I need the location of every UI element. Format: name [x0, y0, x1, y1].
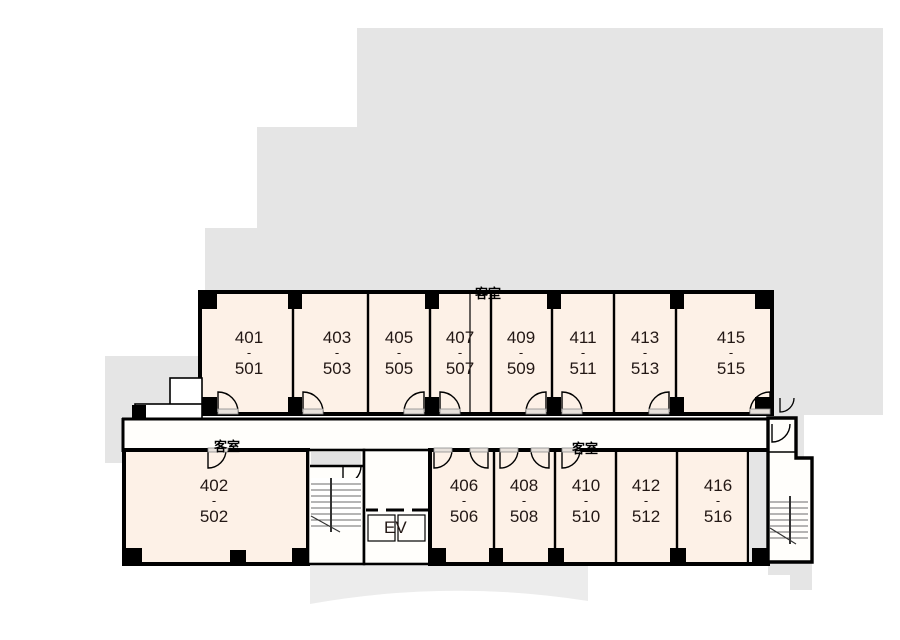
column-top-4	[547, 293, 561, 309]
stair-core	[306, 448, 366, 566]
top-room-block	[198, 290, 774, 416]
door-402	[207, 449, 227, 469]
background-left-lower-2	[105, 405, 123, 463]
stair-flight-bg	[311, 478, 361, 530]
column-top-5	[670, 293, 684, 309]
corridor-fill	[122, 418, 796, 450]
column-bot-5	[670, 397, 684, 413]
door-sill-415	[749, 408, 771, 415]
ev-lobby-fill	[364, 450, 430, 564]
door-right-stair	[771, 423, 791, 443]
column-402-br	[292, 548, 308, 564]
stair-break	[310, 515, 341, 533]
door-sill-413	[648, 408, 670, 415]
door-sill-412	[530, 447, 550, 453]
background-right-tail-2	[790, 555, 812, 590]
door-410	[499, 449, 519, 469]
column-bot-3	[425, 397, 439, 413]
corridor-end-door	[779, 397, 795, 413]
column-top-3	[425, 293, 439, 309]
column-402-bl	[126, 548, 142, 564]
column-402-bm	[230, 550, 246, 564]
ev-car-left	[367, 514, 396, 542]
column-bot-1	[201, 397, 217, 413]
door-403	[302, 391, 324, 413]
column-bot2-4	[670, 548, 686, 564]
door-sill-410	[499, 447, 519, 453]
column-bot2-2	[489, 548, 503, 564]
door-sill-406	[433, 447, 453, 453]
right-stair-break	[769, 527, 797, 545]
column-top-6	[755, 293, 771, 309]
door-sill-407	[439, 408, 461, 415]
door-409	[525, 391, 547, 413]
door-sill-401	[217, 408, 239, 415]
door-416	[561, 449, 581, 469]
column-top-1	[201, 293, 217, 309]
bottom-right-fill	[430, 450, 768, 564]
door-sill-409	[525, 408, 547, 415]
door-408	[469, 449, 489, 469]
column-top-2	[288, 293, 302, 309]
door-411	[561, 391, 583, 413]
door-sill-416	[561, 447, 581, 453]
column-bot2-5	[752, 548, 768, 564]
door-sill-403	[302, 408, 324, 415]
left-entry-nook	[132, 377, 203, 421]
nook-box	[169, 377, 203, 409]
door-401	[217, 391, 239, 413]
nook-column	[132, 405, 146, 419]
door-413	[648, 391, 670, 413]
door-415	[749, 391, 771, 413]
door-sill-411	[561, 408, 583, 415]
door-405	[403, 391, 425, 413]
column-bot-2	[288, 397, 302, 413]
column-bot2-1	[430, 548, 446, 564]
door-407	[439, 391, 461, 413]
right-service-stair	[766, 416, 814, 564]
column-bot-4	[547, 397, 561, 413]
door-sill-408	[469, 447, 489, 453]
door-412	[530, 449, 550, 469]
column-bot2-3	[548, 548, 564, 564]
shaft-right-fill	[749, 452, 767, 562]
door-sill-405	[403, 408, 425, 415]
top-block-fill	[200, 292, 772, 414]
top-block-outline	[198, 290, 774, 416]
background-bottom-apron	[310, 566, 588, 604]
background-step-block	[105, 28, 883, 415]
door-406	[433, 449, 453, 469]
corridor-band	[121, 417, 796, 452]
door-sill-402	[207, 447, 229, 453]
room-402-502-fill	[124, 450, 308, 564]
bottom-room-block	[122, 447, 770, 566]
ev-car-right	[397, 514, 426, 542]
elevator-lobby	[362, 448, 432, 566]
stair-top-landing	[311, 452, 361, 465]
